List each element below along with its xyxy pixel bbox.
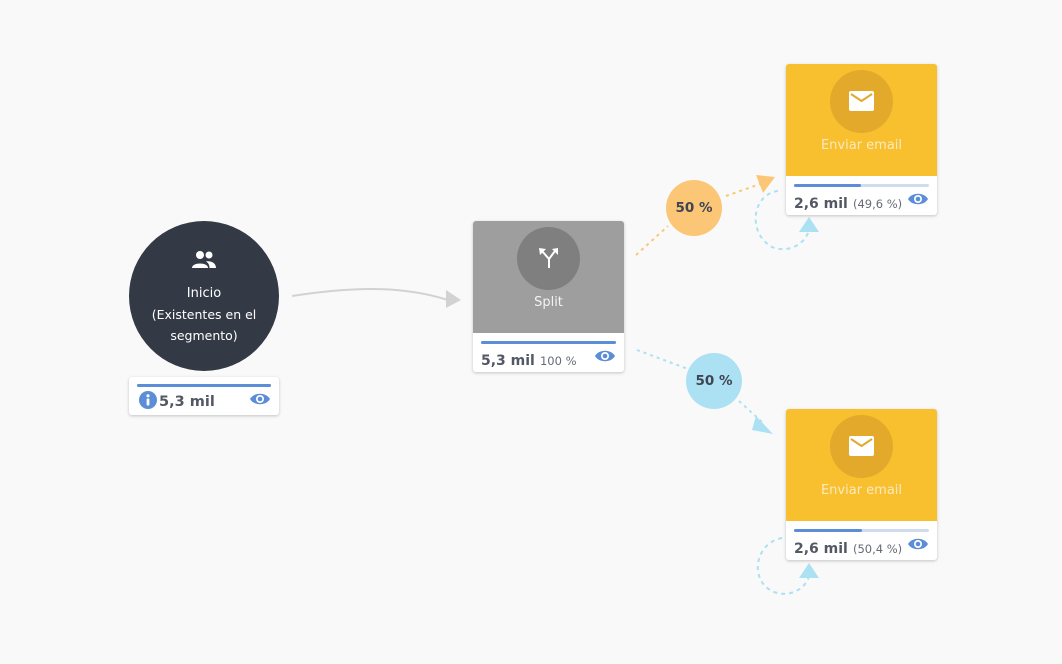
envelope-icon <box>849 436 874 456</box>
eye-icon[interactable] <box>907 537 929 551</box>
start-stat-card: 5,3 mil <box>129 377 279 415</box>
start-node[interactable]: Inicio (Existentes en el segmento) <box>129 221 279 371</box>
split-progress-fill <box>481 341 616 344</box>
email-badge <box>830 415 893 478</box>
edge-split-to-email-bottom-arrowhead <box>752 416 773 434</box>
start-progress-fill <box>137 384 271 387</box>
email-node-label: Enviar email <box>820 138 903 153</box>
start-node-subtitle: (Existentes en el segmento) <box>151 307 257 343</box>
split-arrows-icon <box>539 248 558 268</box>
start-node-title: Inicio <box>186 286 222 301</box>
split-count-line: 5,3 mil 100 % <box>481 350 577 369</box>
split-node-header: Split <box>473 221 624 333</box>
email-progress-track <box>794 184 929 187</box>
email-progress-fill <box>794 184 861 187</box>
send-email-node-bottom[interactable]: Enviar email 2,6 mil (50,4 %) <box>786 409 937 560</box>
start-count: 5,3 mil <box>159 394 215 410</box>
email-count-line: 2,6 mil (50,4 %) <box>794 538 902 557</box>
email-progress-fill <box>794 529 863 532</box>
info-icon[interactable] <box>139 391 157 409</box>
eye-icon[interactable] <box>594 349 616 363</box>
split-badge <box>517 227 580 290</box>
branch-percent-bottom[interactable]: 50 % <box>686 353 742 409</box>
email-count: 2,6 mil <box>794 196 848 212</box>
email-node-header: Enviar email <box>786 64 937 176</box>
loop-arrow-bottom <box>756 537 810 595</box>
split-count: 5,3 mil <box>481 353 535 369</box>
eye-icon[interactable] <box>249 392 271 406</box>
email-count: 2,6 mil <box>794 541 848 557</box>
split-node-label: Split <box>534 295 563 310</box>
start-progress-track <box>137 384 271 387</box>
edge-start-to-split <box>291 287 449 301</box>
branch-percent-top[interactable]: 50 % <box>666 180 722 236</box>
split-percent: 100 % <box>539 354 577 368</box>
email-count-line: 2,6 mil (49,6 %) <box>794 193 902 212</box>
email-badge <box>830 70 893 133</box>
split-node[interactable]: Split 5,3 mil 100 % <box>473 221 624 372</box>
edge-split-to-email-top-b <box>725 183 761 197</box>
envelope-icon <box>849 91 874 111</box>
edge-split-to-email-bottom-b <box>738 400 763 423</box>
loop-arrow-top-head <box>799 217 819 232</box>
email-percent: (49,6 %) <box>852 197 903 211</box>
send-email-node-top[interactable]: Enviar email 2,6 mil (49,6 %) <box>786 64 937 215</box>
edge-start-to-split-arrowhead <box>446 290 461 308</box>
split-progress-track <box>481 341 616 344</box>
email-node-header: Enviar email <box>786 409 937 521</box>
email-percent: (50,4 %) <box>852 542 903 556</box>
edge-split-to-email-top-a <box>635 225 669 256</box>
eye-icon[interactable] <box>907 192 929 206</box>
email-node-label: Enviar email <box>820 483 903 498</box>
loop-arrow-top <box>754 190 810 251</box>
loop-arrow-bottom-head <box>799 563 819 578</box>
email-progress-track <box>794 529 929 532</box>
people-icon <box>192 251 216 268</box>
edge-split-to-email-bottom-a <box>636 349 689 370</box>
edge-split-to-email-top-arrowhead <box>756 175 775 193</box>
